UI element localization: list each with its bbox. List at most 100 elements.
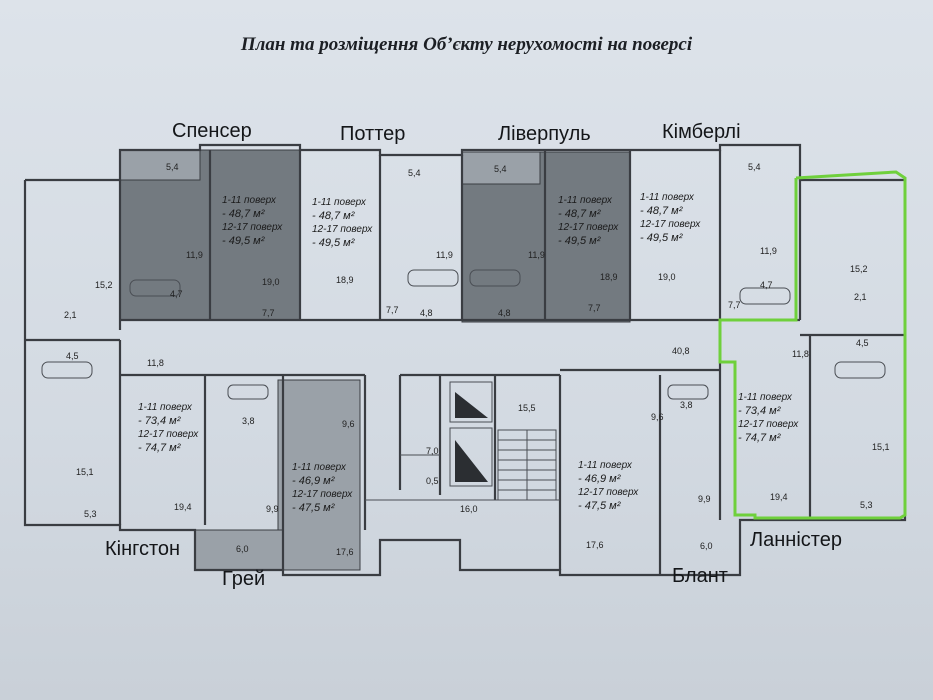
bathtub <box>667 384 709 400</box>
svg-text:4,5: 4,5 <box>856 338 869 348</box>
svg-text:1-11 поверх: 1-11 поверх <box>640 192 695 203</box>
staircase <box>497 429 557 501</box>
selected-apartment-outline <box>718 170 907 520</box>
svg-text:- 46,9 м²: - 46,9 м² <box>292 475 335 487</box>
svg-text:19,0: 19,0 <box>262 277 280 287</box>
svg-text:4,7: 4,7 <box>170 289 183 299</box>
svg-text:12-17 поверх: 12-17 поверх <box>222 222 283 233</box>
svg-text:- 73,4 м²: - 73,4 м² <box>138 415 181 427</box>
bathtub <box>469 269 521 287</box>
grey-balcony <box>194 529 284 571</box>
svg-text:5,4: 5,4 <box>408 168 421 178</box>
svg-text:1-11 поверх: 1-11 поверх <box>138 402 193 413</box>
svg-text:17,6: 17,6 <box>336 547 354 557</box>
bathtub <box>129 279 181 297</box>
svg-text:40,8: 40,8 <box>672 346 690 356</box>
svg-text:12-17 поверх: 12-17 поверх <box>558 222 619 233</box>
svg-text:5,4: 5,4 <box>748 162 761 172</box>
svg-text:5,3: 5,3 <box>84 509 97 519</box>
info-grey: 1-11 поверх - 46,9 м² 12-17 поверх - 47,… <box>292 462 353 514</box>
svg-text:2,1: 2,1 <box>64 310 77 320</box>
svg-text:15,5: 15,5 <box>518 403 536 413</box>
svg-text:1-11 поверх: 1-11 поверх <box>578 460 633 471</box>
info-kimberly: 1-11 поверх - 48,7 м² 12-17 поверх - 49,… <box>640 192 701 244</box>
info-liverpool: 1-11 поверх - 48,7 м² 12-17 поверх - 49,… <box>558 195 619 247</box>
svg-text:9,6: 9,6 <box>651 412 664 422</box>
apartment-name-kimberly: Кімберлі <box>662 121 741 143</box>
svg-text:11,9: 11,9 <box>186 250 203 260</box>
svg-text:4,8: 4,8 <box>420 308 433 318</box>
svg-text:- 47,5 м²: - 47,5 м² <box>578 500 621 512</box>
svg-text:- 49,5 м²: - 49,5 м² <box>640 232 683 244</box>
apartment-name-liverpool: Ліверпуль <box>498 123 591 145</box>
svg-text:18,9: 18,9 <box>600 272 618 282</box>
bathtub <box>834 361 886 379</box>
svg-text:15,1: 15,1 <box>872 442 890 452</box>
svg-text:2,1: 2,1 <box>854 292 867 302</box>
svg-text:5,3: 5,3 <box>860 500 873 510</box>
svg-text:12-17 поверх: 12-17 поверх <box>578 487 639 498</box>
svg-text:15,2: 15,2 <box>850 264 868 274</box>
svg-text:4,7: 4,7 <box>760 280 773 290</box>
info-blunt: 1-11 поверх - 46,9 м² 12-17 поверх - 47,… <box>578 460 639 512</box>
svg-text:1-11 поверх: 1-11 поверх <box>292 462 347 473</box>
svg-text:- 47,5 м²: - 47,5 м² <box>292 502 335 514</box>
bathtub <box>407 269 459 287</box>
elevators <box>449 381 493 487</box>
svg-text:6,0: 6,0 <box>700 541 713 551</box>
svg-text:- 48,7 м²: - 48,7 м² <box>640 205 683 217</box>
apartment-name-spenser: Спенсер <box>172 120 252 142</box>
svg-text:15,2: 15,2 <box>95 280 113 290</box>
info-spenser: 1-11 поверх - 48,7 м² 12-17 поверх - 49,… <box>222 195 283 247</box>
svg-text:1-11 поверх: 1-11 поверх <box>738 392 793 403</box>
svg-text:12-17 поверх: 12-17 поверх <box>312 224 373 235</box>
grey-shaded-area <box>277 379 361 571</box>
svg-text:11,8: 11,8 <box>147 358 164 368</box>
apartment-name-grey: Грей <box>222 568 265 590</box>
svg-text:- 73,4 м²: - 73,4 м² <box>738 405 781 417</box>
bathtub <box>739 287 791 305</box>
svg-text:- 48,7 м²: - 48,7 м² <box>312 210 355 222</box>
svg-text:11,9: 11,9 <box>528 250 545 260</box>
svg-text:15,1: 15,1 <box>76 467 94 477</box>
page-title: План та розміщення Об’єкту нерухомості н… <box>240 34 693 55</box>
svg-text:3,8: 3,8 <box>242 416 255 426</box>
apartment-name-blunt: Блант <box>672 565 728 587</box>
svg-text:4,5: 4,5 <box>66 351 79 361</box>
svg-text:12-17 поверх: 12-17 поверх <box>138 429 199 440</box>
apartment-name-kingston: Кінгстон <box>105 538 180 560</box>
svg-text:7,7: 7,7 <box>728 300 741 310</box>
svg-text:9,6: 9,6 <box>342 419 355 429</box>
svg-text:0,5: 0,5 <box>426 476 439 486</box>
svg-text:1-11 поверх: 1-11 поверх <box>222 195 277 206</box>
svg-text:- 48,7 м²: - 48,7 м² <box>222 208 265 220</box>
svg-text:19,4: 19,4 <box>174 502 192 512</box>
svg-text:6,0: 6,0 <box>236 544 249 554</box>
svg-text:11,8: 11,8 <box>792 349 809 359</box>
svg-text:1-11 поверх: 1-11 поверх <box>312 197 367 208</box>
room-area-labels: 5,4 5,4 5,4 5,4 11,9 11,9 11,9 11,9 19,0… <box>64 162 890 557</box>
info-kingston: 1-11 поверх - 73,4 м² 12-17 поверх - 74,… <box>138 402 199 454</box>
spenser-balcony <box>119 149 201 181</box>
svg-text:7,0: 7,0 <box>426 446 439 456</box>
svg-text:12-17 поверх: 12-17 поверх <box>640 219 701 230</box>
svg-text:19,0: 19,0 <box>658 272 676 282</box>
svg-text:- 74,7 м²: - 74,7 м² <box>138 442 181 454</box>
svg-text:5,4: 5,4 <box>494 164 507 174</box>
svg-text:11,9: 11,9 <box>436 250 453 260</box>
bathtub <box>227 384 269 400</box>
svg-text:18,9: 18,9 <box>336 275 354 285</box>
svg-text:7,7: 7,7 <box>386 305 399 315</box>
svg-text:16,0: 16,0 <box>460 504 478 514</box>
perimeter-wall <box>23 180 907 577</box>
svg-text:7,7: 7,7 <box>262 308 275 318</box>
svg-text:- 46,9 м²: - 46,9 м² <box>578 473 621 485</box>
svg-text:17,6: 17,6 <box>586 540 604 550</box>
svg-text:3,8: 3,8 <box>680 400 693 410</box>
svg-text:- 49,5 м²: - 49,5 м² <box>558 235 601 247</box>
svg-text:7,7: 7,7 <box>588 303 601 313</box>
svg-text:- 48,7 м²: - 48,7 м² <box>558 208 601 220</box>
svg-text:- 74,7 м²: - 74,7 м² <box>738 432 781 444</box>
